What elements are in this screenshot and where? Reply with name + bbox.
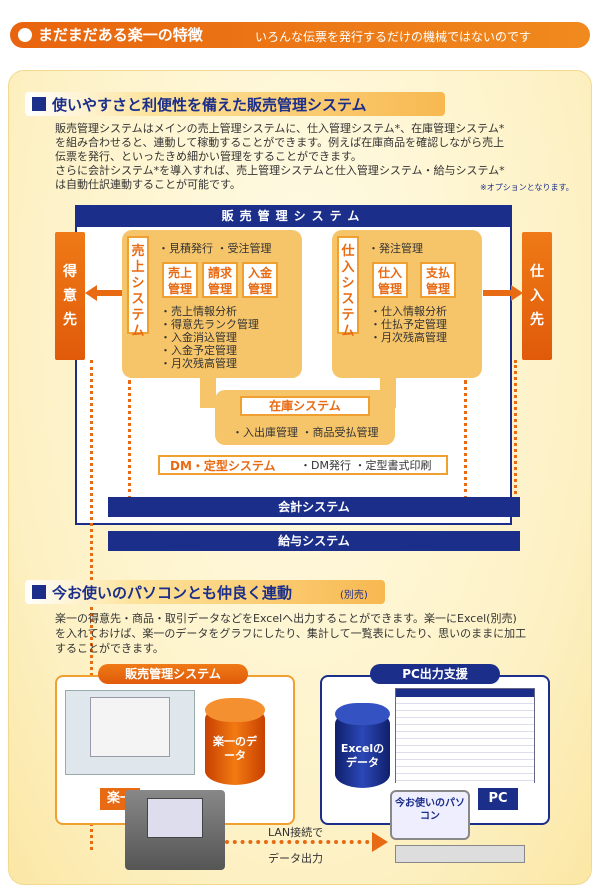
- pc-icon: [390, 790, 470, 840]
- sales-item-5: ・月次残高管理: [160, 357, 237, 370]
- section2-line-1: 楽一の得意先・商品・取引データなどをExcelへ出力することができます。楽一にE…: [55, 612, 517, 625]
- sales-item-1: ・売上情報分析: [160, 305, 237, 318]
- purchase-item-1: ・仕入情報分析: [370, 305, 447, 318]
- payroll-system-bar: 給与システム: [108, 531, 520, 551]
- sales-module-1-label: 売上管理: [167, 266, 192, 296]
- top-banner-bar: [10, 22, 590, 48]
- purchase-top-items: ・発注管理: [368, 242, 423, 255]
- rakuichi-terminal-icon: [125, 790, 225, 870]
- banner-subtitle: いろんな伝票を発行するだけの機械ではないのです: [255, 30, 532, 44]
- section2-line-2: を入れておけば、楽一のデータをグラフにしたり、集計して一覧表にしたり、思いのまま…: [55, 627, 527, 640]
- section2-heading: 今お使いのパソコンとも仲良く連動: [52, 584, 293, 602]
- pc-caption: 今お使いのパソコン: [395, 798, 465, 822]
- purchase-item-2: ・仕払予定管理: [370, 318, 447, 331]
- lan-arrow-icon: [372, 832, 388, 852]
- lan-label: LAN接続で: [268, 826, 324, 839]
- sales-module-3-label: 入金管理: [247, 266, 272, 296]
- dashed-line: [514, 360, 517, 500]
- left-arrow-icon: [85, 285, 125, 301]
- lan-arrow-line: [225, 840, 385, 844]
- dashed-line: [90, 360, 93, 850]
- section1-line-3: 伝票を発行、といったきめ細かい管理をすることができます。: [55, 150, 362, 163]
- section1-line-1: 販売管理システムはメインの売上管理システムに、仕入管理システム*、在庫管理システ…: [55, 122, 505, 135]
- sales-item-2: ・得意先ランク管理: [160, 318, 259, 331]
- dashed-line: [464, 380, 467, 500]
- right-illustration-title: PC出力支援: [370, 664, 500, 684]
- sales-item-4: ・入金予定管理: [160, 344, 237, 357]
- supplier-box: 仕入先: [522, 232, 552, 360]
- pc-badge: PC: [478, 788, 518, 810]
- section1-line-4: さらに会計システム*を導入すれば、売上管理システムと仕入管理システム・給与システ…: [55, 164, 505, 177]
- option-note: ※オプションとなります。: [480, 183, 574, 192]
- connector-left: [200, 378, 216, 408]
- dashed-line: [128, 380, 131, 500]
- sales-top-items: ・見積発行 ・受注管理: [158, 242, 272, 255]
- inventory-items: ・入出庫管理 ・商品受払管理: [232, 426, 379, 439]
- purchase-system-label-text: 仕入システム: [341, 244, 355, 339]
- section2-heading-bar: [25, 580, 385, 604]
- output-label: データ出力: [268, 852, 323, 865]
- sales-module-3: 入金管理: [242, 262, 278, 298]
- sales-system-label-text: 売上システム: [131, 244, 145, 339]
- diagram-title: 販売管理システム: [75, 205, 512, 227]
- section2-line-3: することができます。: [55, 642, 164, 655]
- excel-data-label: Excelのデータ: [340, 742, 385, 769]
- purchase-item-3: ・月次残高管理: [370, 331, 447, 344]
- square-bullet-icon: [32, 585, 46, 599]
- accounting-system-bar: 会計システム: [108, 497, 520, 517]
- purchase-module-2-label: 支払管理: [425, 266, 450, 296]
- customer-box: 得意先: [55, 232, 85, 360]
- sales-item-3: ・入金消込管理: [160, 331, 237, 344]
- database-top-icon: [205, 698, 265, 722]
- left-illustration-title: 販売管理システム: [98, 664, 248, 684]
- sales-module-2: 請求管理: [202, 262, 238, 298]
- customer-label: 得意先: [63, 264, 77, 328]
- dm-system-label: DM・定型システム: [170, 459, 276, 473]
- banner-title: まだまだある楽一の特徴: [38, 26, 203, 44]
- screen-thumbnail: [65, 690, 195, 775]
- square-bullet-icon: [32, 97, 46, 111]
- sales-system-box: [122, 230, 302, 378]
- section1-line-5: は自動仕訳連動することが可能です。: [55, 178, 241, 191]
- purchase-module-2: 支払管理: [420, 262, 456, 298]
- rakuichi-data-label: 楽一のデータ: [213, 735, 257, 762]
- section1-heading: 使いやすさと利便性を備えた販売管理システム: [52, 96, 367, 114]
- section2-heading-note: (別売): [340, 590, 368, 601]
- purchase-system-label: 仕入システム: [337, 236, 359, 339]
- purchase-module-1: 仕入管理: [372, 262, 408, 298]
- right-arrow-icon: [483, 285, 523, 301]
- supplier-label: 仕入先: [530, 264, 544, 328]
- dm-system-box: [158, 455, 448, 475]
- sales-module-2-label: 請求管理: [207, 266, 232, 296]
- sales-module-1: 売上管理: [162, 262, 198, 298]
- purchase-module-1-label: 仕入管理: [377, 266, 402, 296]
- spreadsheet-thumbnail: [395, 688, 535, 783]
- inventory-system-label: 在庫システム: [240, 396, 370, 416]
- dm-system-items: ・DM発行 ・定型書式印刷: [300, 459, 432, 472]
- sales-system-label: 売上システム: [127, 236, 149, 339]
- section1-heading-bar: [25, 92, 445, 116]
- keyboard-icon: [395, 845, 525, 863]
- bullet-icon: [18, 28, 32, 42]
- section1-line-2: を組み合わせると、連動して稼動することができます。例えば在庫商品を確認しながら売…: [55, 136, 505, 149]
- database-top-icon: [335, 703, 390, 725]
